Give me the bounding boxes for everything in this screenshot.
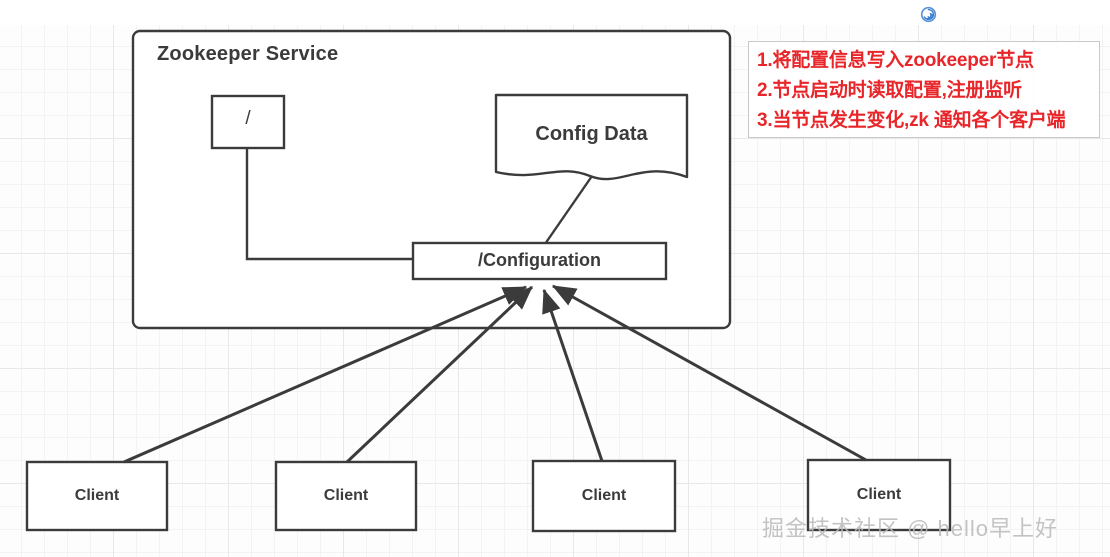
arrow-client4-to-config	[551, 284, 867, 462]
note-line-3: 3.当节点发生变化,zk 通知各个客户端	[757, 110, 1066, 131]
configuration-node-box	[411, 241, 668, 281]
watermark-text: 掘金技术社区 @ hello早上好	[762, 516, 1059, 541]
confignode-to-configdata-line	[544, 175, 593, 245]
arrow-client2-to-config	[345, 285, 534, 464]
client-box-3	[531, 459, 677, 533]
client-box-2	[274, 460, 418, 532]
client-box-4	[806, 458, 952, 532]
annotation-notes-box: 1.将配置信息写入zookeeper节点 2.节点启动时读取配置,注册监听 3.…	[748, 41, 1100, 138]
zookeeper-service-container	[131, 29, 732, 330]
arrow-client1-to-config	[123, 285, 528, 464]
root-node-box	[210, 94, 286, 150]
swirl-icon	[920, 6, 937, 23]
note-line-2: 2.节点启动时读取配置,注册监听	[757, 80, 1022, 101]
client-box-1	[25, 460, 169, 532]
note-line-1: 1.将配置信息写入zookeeper节点	[757, 50, 1034, 71]
config-data-shape	[494, 93, 689, 181]
arrow-client3-to-config	[542, 288, 604, 462]
root-to-config-connector	[245, 148, 413, 261]
